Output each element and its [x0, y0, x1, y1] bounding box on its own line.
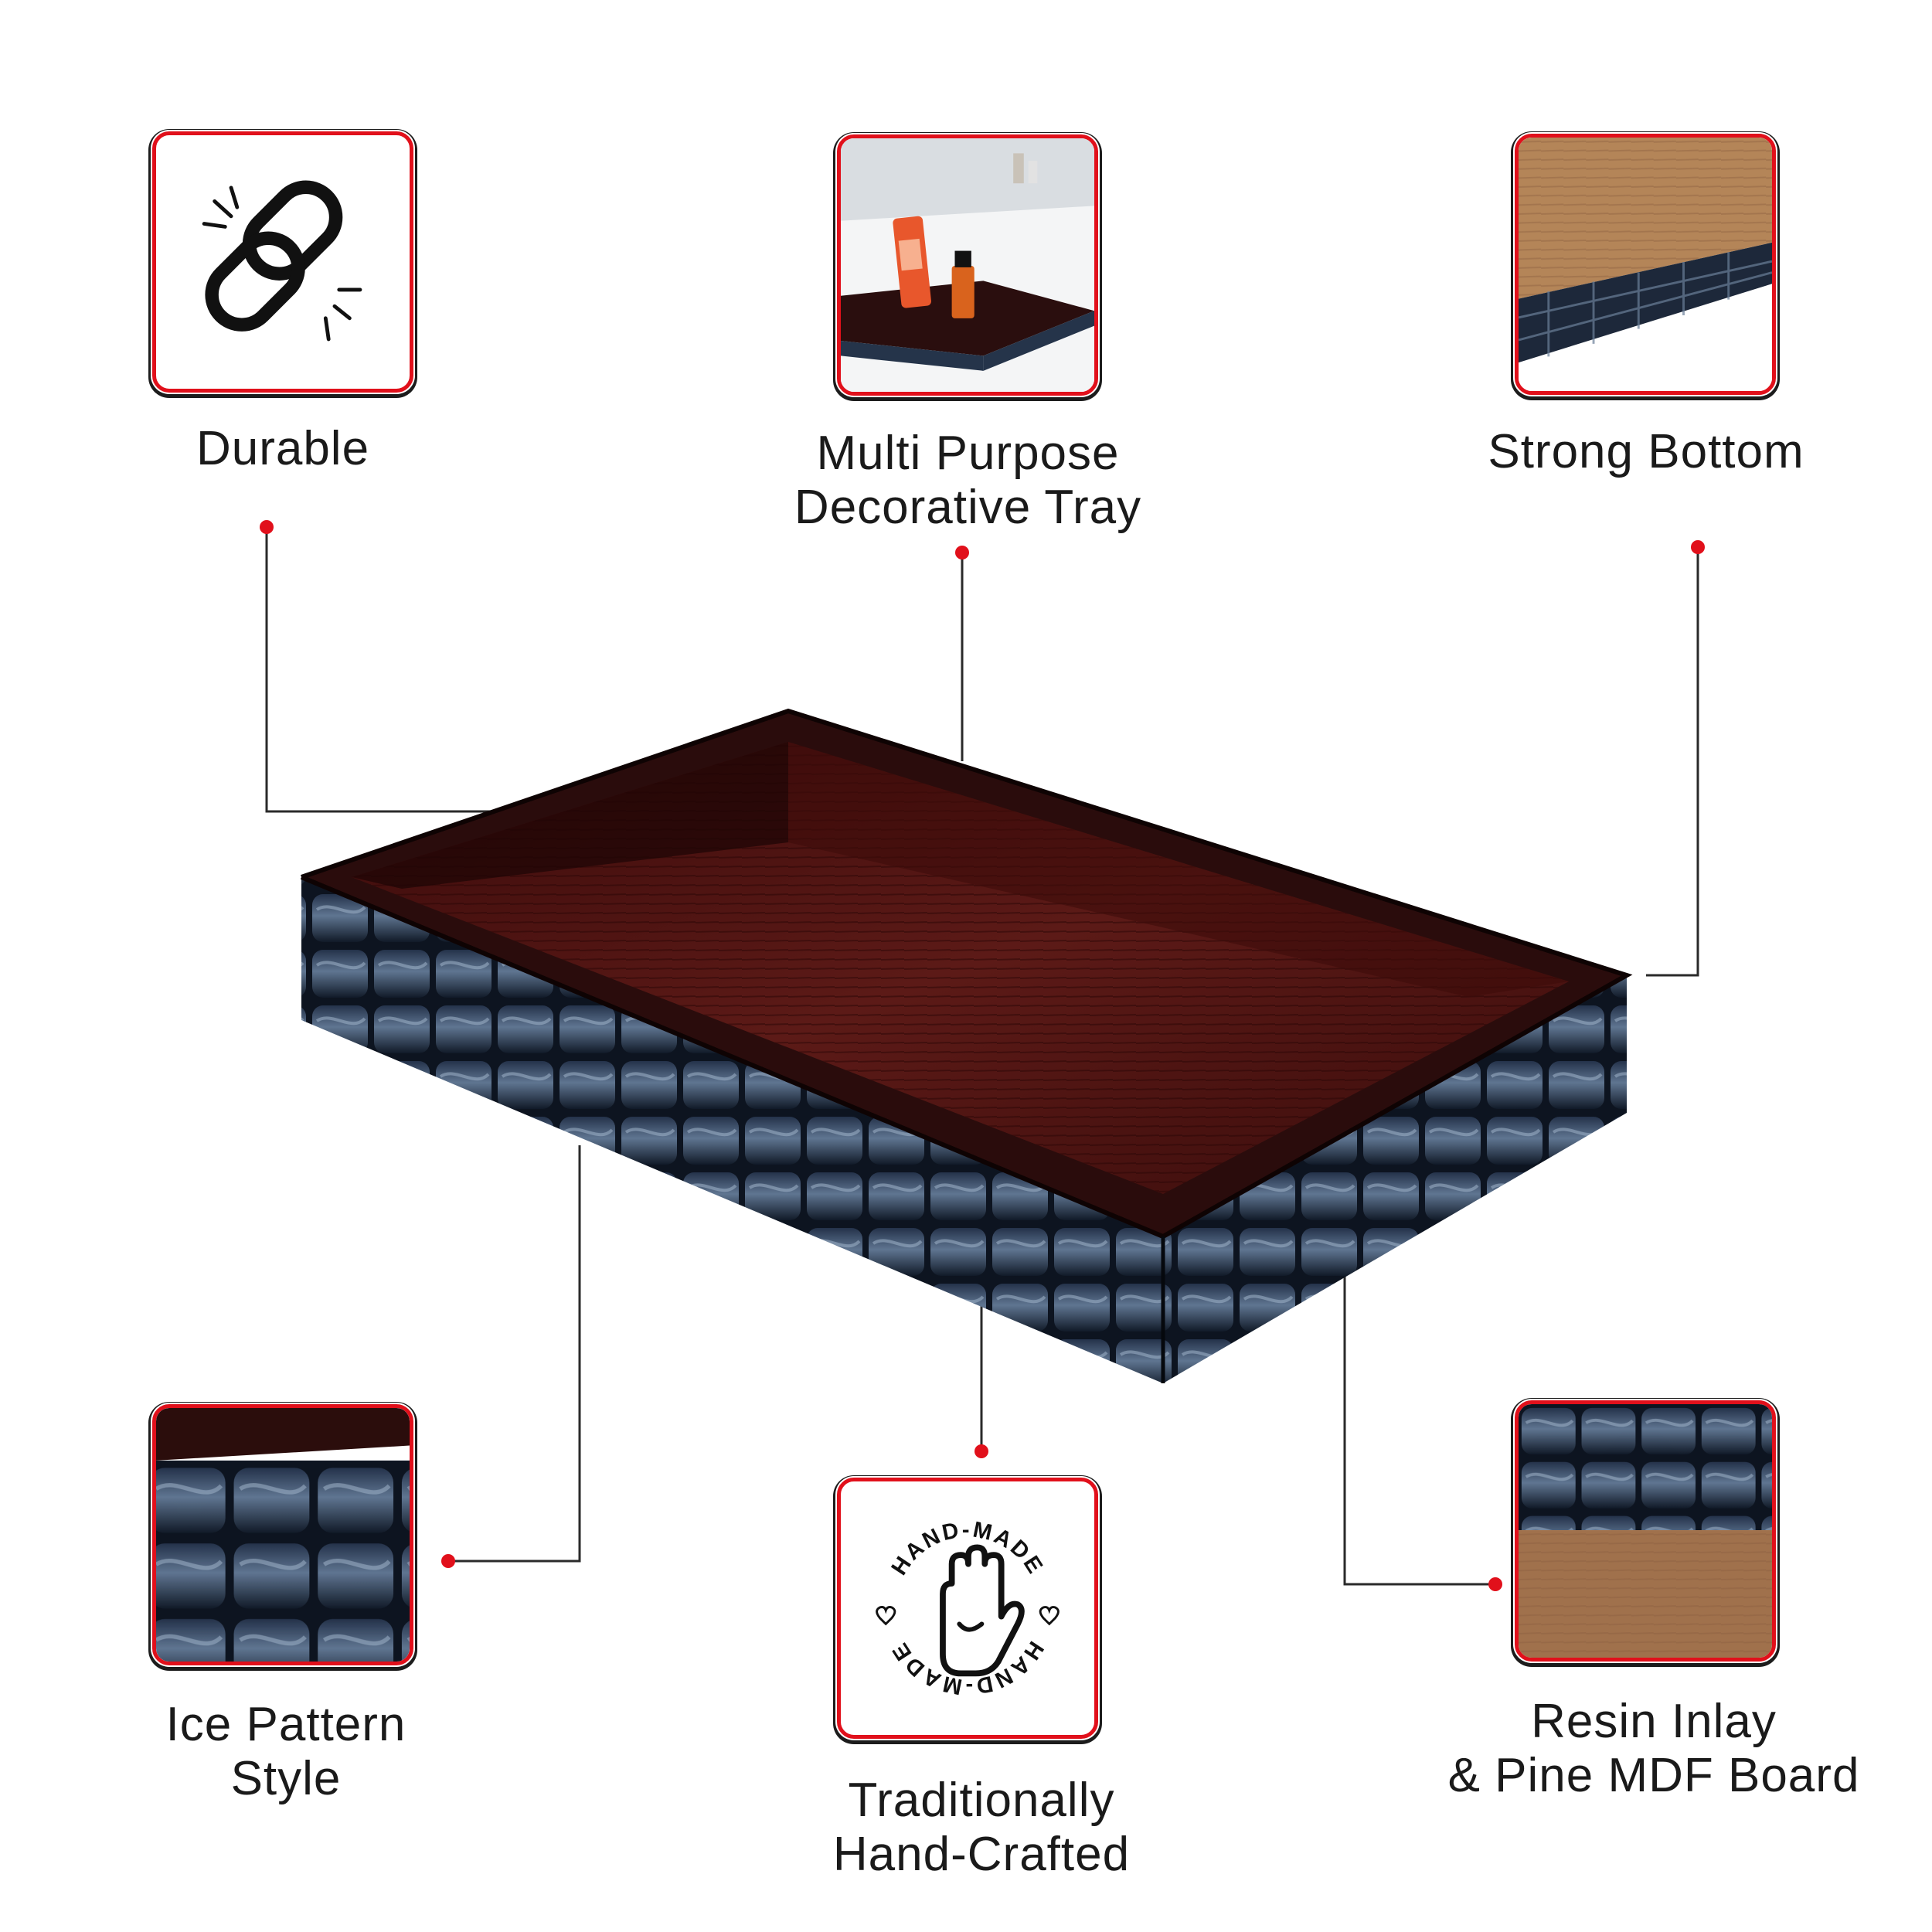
- callout-dot-multi-purpose: [955, 546, 969, 560]
- feature-label-multi-purpose-line2: Decorative Tray: [794, 481, 1142, 534]
- callout-dot-resin-inlay: [1488, 1577, 1502, 1591]
- broken-chain-icon: [202, 180, 362, 342]
- feature-card-resin-inlay: [1515, 1400, 1776, 1662]
- callout-dot-strong-bottom: [1691, 540, 1705, 554]
- tray-bottom-photo: [1519, 138, 1772, 391]
- feature-label-resin-inlay-line2: & Pine MDF Board: [1447, 1749, 1860, 1802]
- feature-label-hand-crafted-line1: Traditionally: [848, 1774, 1115, 1827]
- tray-in-use-photo: [841, 138, 1094, 392]
- feature-label-multi-purpose-line1: Multi Purpose: [816, 427, 1120, 480]
- feature-label-resin-inlay-line1: Resin Inlay: [1531, 1695, 1777, 1748]
- feature-label-durable: Durable: [196, 422, 370, 475]
- feature-card-durable: [152, 131, 413, 393]
- resin-and-board-closeup-photo: [1519, 1404, 1772, 1658]
- feature-card-multi-purpose: [837, 134, 1098, 396]
- stamp-text-bottom: HAND-MADE: [887, 1637, 1046, 1699]
- feature-label-ice-pattern-line2: Style: [230, 1752, 342, 1805]
- hand-made-stamp-icon: HAND-MADE HAND-MADE: [876, 1518, 1060, 1699]
- callout-dot-ice-pattern: [441, 1554, 455, 1568]
- feature-card-ice-pattern: [152, 1404, 413, 1665]
- feature-card-strong-bottom: [1515, 134, 1776, 395]
- feature-label-hand-crafted-line2: Hand-Crafted: [832, 1828, 1131, 1881]
- svg-text:HAND-MADE: HAND-MADE: [887, 1637, 1049, 1699]
- callout-dot-hand-crafted: [975, 1444, 988, 1458]
- callout-dot-durable: [260, 520, 274, 534]
- feature-label-ice-pattern-line1: Ice Pattern: [165, 1698, 406, 1751]
- ice-pattern-closeup-photo: [156, 1408, 410, 1662]
- feature-card-hand-crafted: HAND-MADE HAND-MADE: [837, 1478, 1098, 1739]
- feature-label-strong-bottom: Strong Bottom: [1488, 425, 1804, 478]
